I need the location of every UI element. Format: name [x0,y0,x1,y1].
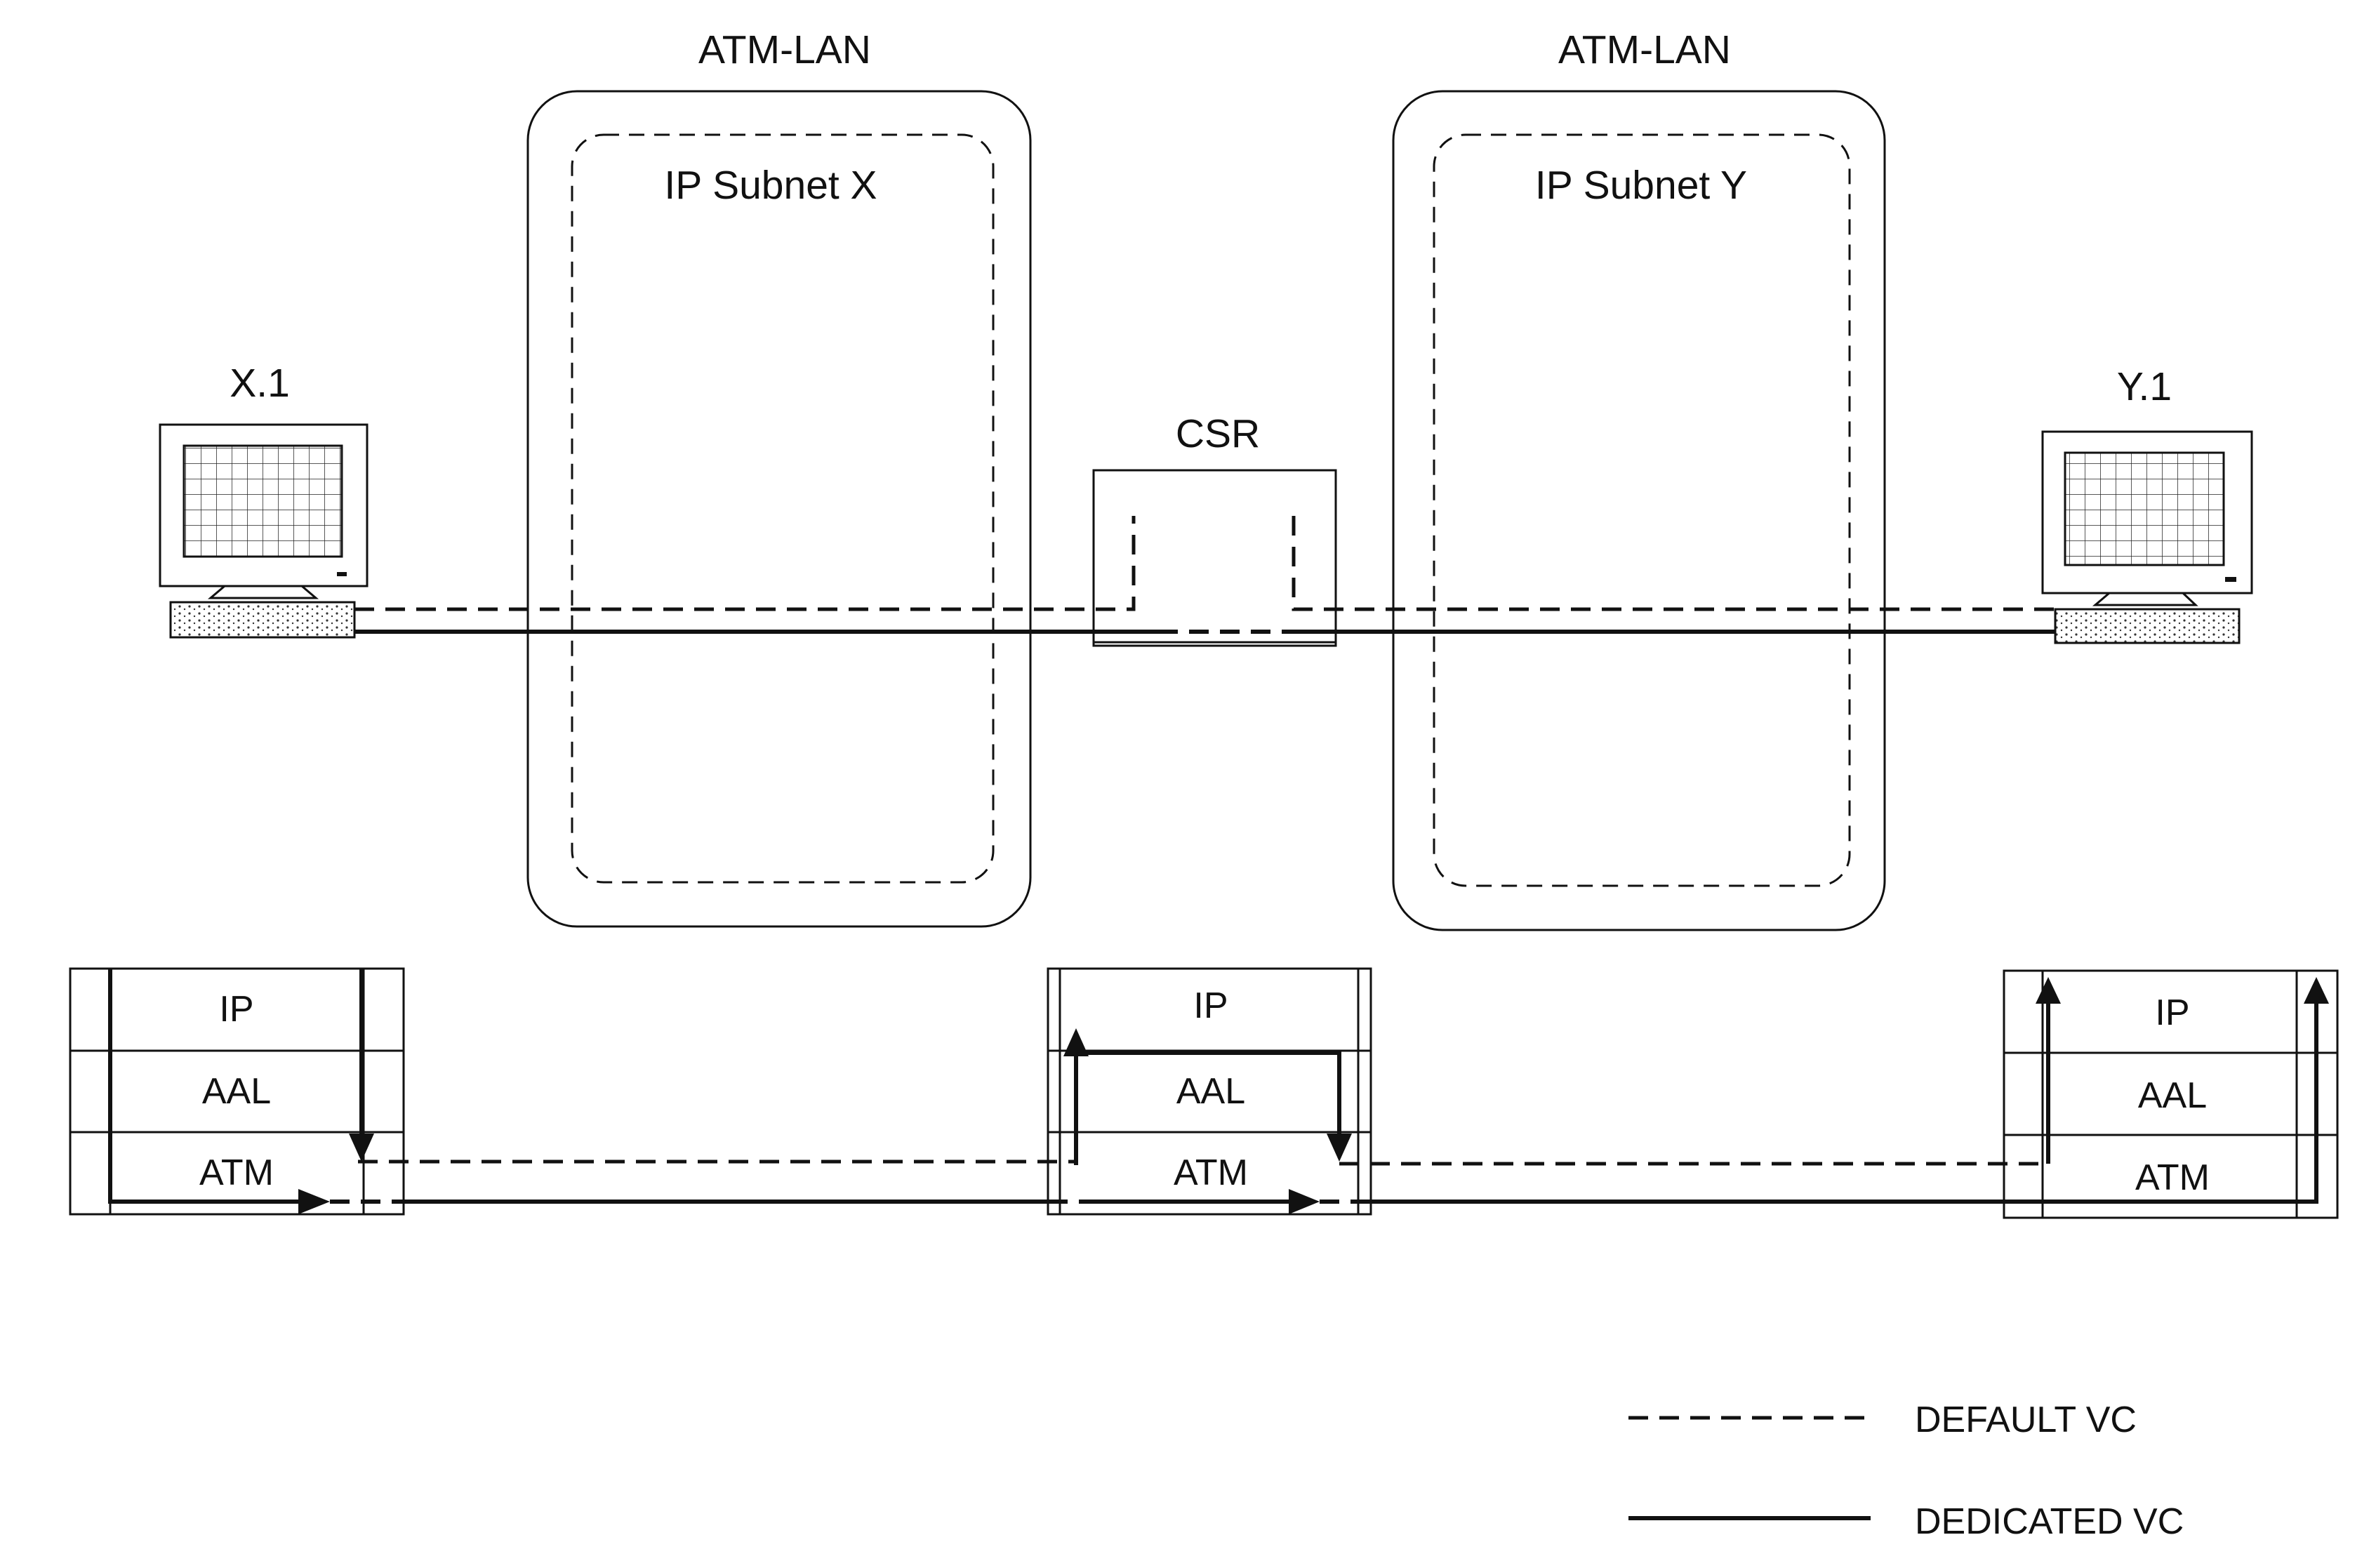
atm-lan-left: IP Subnet X [528,91,1030,926]
protocol-stack-middle: IP AAL ATM [1048,969,1371,1214]
legend-dedicated-vc: DEDICATED VC [1628,1501,2184,1542]
layer-atm: ATM [2135,1157,2210,1198]
legend-dedicated-vc-label: DEDICATED VC [1915,1501,2184,1542]
lan-right-title: ATM-LAN [1558,27,1731,72]
layer-aal: AAL [202,1071,271,1112]
lan-left-title: ATM-LAN [698,27,871,72]
layer-atm: ATM [199,1152,274,1193]
legend: DEFAULT VC DEDICATED VC [1628,1400,2184,1542]
layer-atm: ATM [1174,1152,1248,1193]
computer-y1-icon [2043,432,2252,643]
subnet-x-label: IP Subnet X [664,163,877,208]
protocol-stack-right: IP AAL ATM [2004,971,2337,1218]
layer-aal: AAL [2138,1075,2207,1116]
layer-ip: IP [1193,985,1228,1026]
host-x1-label: X.1 [230,361,290,406]
computer-x1-icon [160,425,367,637]
subnet-y-label: IP Subnet Y [1535,163,1747,208]
legend-default-vc: DEFAULT VC [1628,1400,2137,1440]
atm-lan-right: IP Subnet Y [1393,91,1885,930]
csr-label: CSR [1176,411,1260,456]
default-vc-top [354,516,2055,609]
host-y1-label: Y.1 [2117,364,2172,409]
layer-ip: IP [219,989,253,1030]
layer-ip: IP [2155,992,2189,1033]
layer-aal: AAL [1176,1071,1245,1112]
csr-router [1094,470,1336,646]
legend-default-vc-label: DEFAULT VC [1915,1400,2137,1440]
protocol-stack-left: IP AAL ATM [70,969,404,1214]
